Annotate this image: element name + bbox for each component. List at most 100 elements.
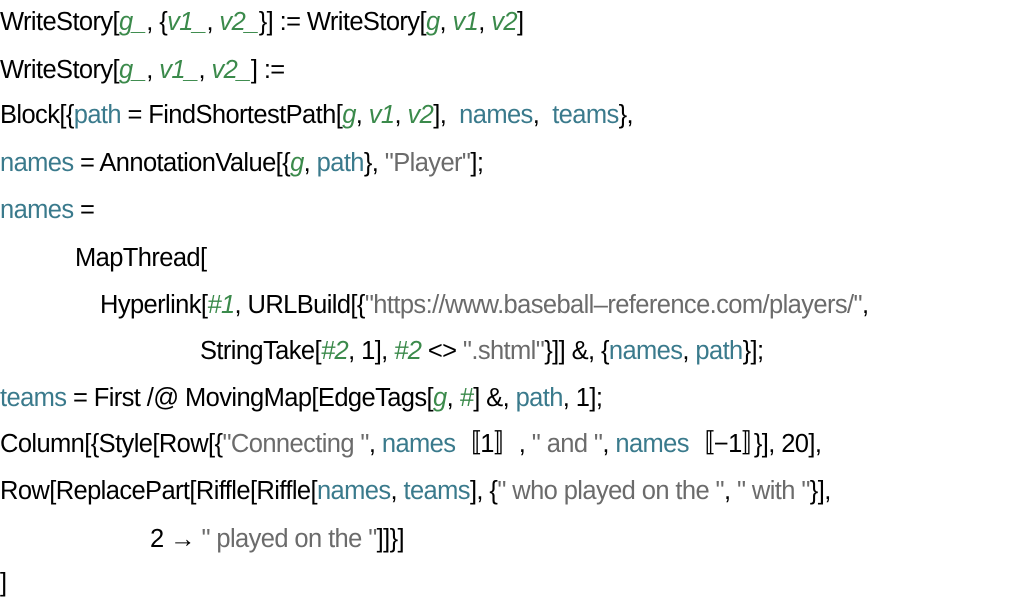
code-token: 〚1〛, (455, 430, 532, 458)
code-token: , (390, 477, 404, 505)
code-token: ]; (470, 149, 484, 177)
code-token: ] := (250, 56, 285, 84)
code-line: Hyperlink[#1, URLBuild[{"https://www.bas… (100, 285, 869, 325)
code-line: teams = First /@ MovingMap[EdgeTags[g, #… (0, 378, 603, 418)
code-line: WriteStory[g_, v1_, v2_] := (0, 50, 285, 90)
pattern-variable: v1 (452, 8, 479, 36)
code-token: ], { (469, 477, 498, 505)
local-variable: teams (552, 101, 619, 129)
code-token: Column[{Style[Row[{ (0, 430, 223, 458)
local-variable: names (615, 430, 689, 458)
local-variable: names (608, 337, 683, 365)
code-token: WriteStory[ (0, 8, 120, 36)
code-line: MapThread[ (75, 238, 207, 278)
string-literal: " with " (736, 477, 810, 505)
local-variable: path (316, 149, 365, 177)
pattern-variable: v2 (407, 101, 434, 129)
pattern-variable: v2_ (219, 8, 259, 36)
pattern-variable: v2_ (211, 56, 252, 84)
code-token: ] (0, 569, 7, 597)
pattern-variable: #2 (394, 337, 422, 365)
code-token: , (439, 8, 453, 36)
pattern-variable: g_ (119, 8, 147, 36)
code-token: , { (146, 8, 168, 36)
string-literal: " who played on the " (497, 477, 724, 505)
code-token: = (73, 196, 95, 224)
code-token: , 1], (348, 337, 395, 365)
code-token: , (394, 101, 408, 129)
string-literal: " and " (531, 430, 603, 458)
local-variable: names (0, 149, 74, 177)
code-line: Column[{Style[Row[{"Connecting ", names〚… (0, 424, 822, 464)
code-token: ]]}] (376, 525, 405, 553)
code-token: 〚−1〛}], 20], (688, 430, 822, 458)
pattern-variable: v2 (491, 8, 517, 36)
pattern-variable: g (425, 8, 440, 36)
code-token: , (532, 101, 553, 129)
code-token: 2 → (150, 525, 202, 553)
code-token: = First /@ MovingMap[EdgeTags[ (66, 384, 434, 412)
code-token: Hyperlink[ (100, 291, 208, 319)
pattern-variable: v1 (368, 101, 395, 129)
local-variable: teams (0, 384, 67, 412)
code-token: }]] &, { (544, 337, 609, 365)
local-variable: teams (403, 477, 470, 505)
code-line: names = AnnotationValue[{g, path}, "Play… (0, 143, 484, 183)
code-line: Row[ReplacePart[Riffle[Riffle[names, tea… (0, 471, 831, 511)
code-token: }], (809, 477, 831, 505)
pattern-variable: g_ (119, 56, 147, 84)
string-literal: "Connecting " (222, 430, 369, 458)
local-variable: path (73, 101, 122, 129)
code-token: ], (433, 101, 460, 129)
string-literal: "Player" (384, 149, 471, 177)
local-variable: names (459, 101, 533, 129)
code-line: StringTake[#2, 1], #2 <> ".shtml"}]] &, … (200, 331, 764, 371)
string-literal: ".shtml" (462, 337, 545, 365)
code-token: = AnnotationValue[{ (73, 149, 291, 177)
code-line: WriteStory[g_, {v1_, v2_}] := WriteStory… (0, 2, 524, 42)
string-literal: " played on the " (201, 525, 377, 553)
code-token: MapThread[ (75, 244, 207, 272)
code-token: , (723, 477, 737, 505)
code-token: }]; (742, 337, 764, 365)
local-variable: names (316, 477, 391, 505)
pattern-variable: #1 (207, 291, 235, 319)
pattern-variable: g (342, 101, 356, 129)
code-token: }] := WriteStory[ (258, 8, 427, 36)
pattern-variable: v1_ (167, 8, 207, 36)
code-token: , (478, 8, 492, 36)
local-variable: path (515, 384, 564, 412)
pattern-variable: v1_ (159, 56, 199, 84)
code-token: Block[{ (0, 101, 74, 129)
code-token: , (206, 8, 220, 36)
code-token: , (446, 384, 460, 412)
local-variable: names (381, 430, 456, 458)
code-token: , URLBuild[{ (234, 291, 366, 319)
code-token: , (198, 56, 212, 84)
code-token: ] (516, 8, 524, 36)
code-token: , (355, 101, 369, 129)
pattern-variable: g (290, 149, 304, 177)
code-token: , 1]; (562, 384, 603, 412)
code-token: , (303, 149, 317, 177)
code-token: , (682, 337, 696, 365)
code-token: , (602, 430, 616, 458)
code-token: , (861, 291, 869, 319)
code-token: }, (363, 149, 385, 177)
code-token: }, (618, 101, 634, 129)
code-token: <> (421, 337, 463, 365)
string-literal: "https://www.baseball–reference.com/play… (364, 291, 863, 319)
code-line: Block[{path = FindShortestPath[g, v1, v2… (0, 95, 634, 135)
code-line: names = (0, 190, 95, 230)
code-token: StringTake[ (200, 337, 322, 365)
code-token: , (368, 430, 382, 458)
code-token: = FindShortestPath[ (121, 101, 343, 129)
code-line: ] (0, 563, 7, 603)
code-token: , (146, 56, 160, 84)
code-token: Row[ReplacePart[Riffle[Riffle[ (0, 477, 318, 505)
code-line: 2 → " played on the "]]}] (150, 519, 405, 559)
pattern-variable: g (433, 384, 447, 412)
pattern-variable: # (459, 384, 474, 412)
code-token: WriteStory[ (0, 56, 120, 84)
code-token: ] &, (473, 384, 516, 412)
